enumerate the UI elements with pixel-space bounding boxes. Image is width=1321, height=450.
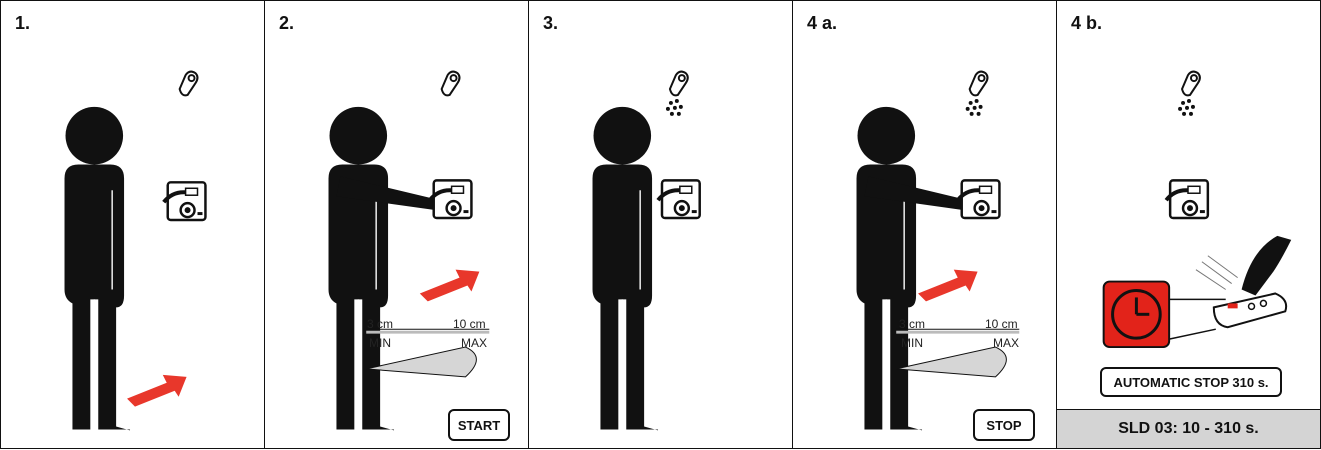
water-drops-icon (666, 99, 683, 116)
wall-sensor-icon (1166, 180, 1208, 218)
arrow-icon (127, 375, 187, 407)
stop-button[interactable]: STOP (973, 409, 1035, 441)
person-icon (857, 107, 923, 431)
shower-head-icon (670, 72, 688, 96)
model-footer: SLD 03: 10 - 310 s. (1057, 409, 1320, 448)
arrow-icon (420, 270, 480, 302)
hand-icon (1242, 236, 1292, 296)
water-drops-icon (966, 99, 983, 116)
scale-min-value: 3 cm (367, 317, 393, 331)
automatic-stop-notice: AUTOMATIC STOP 310 s. (1100, 367, 1282, 397)
wall-sensor-icon (430, 180, 472, 218)
step-1-panel: 1. (0, 0, 265, 449)
person-icon (329, 107, 395, 431)
shower-head-icon (1182, 72, 1200, 96)
scale-min-value: 3 cm (899, 317, 925, 331)
clock-icon (1104, 282, 1170, 348)
step-3-figure (529, 1, 792, 448)
person-icon (65, 107, 131, 431)
wall-sensor-icon (958, 180, 1000, 218)
water-drops-icon (1178, 99, 1195, 116)
step-4a-figure (793, 1, 1056, 448)
wall-sensor-icon (164, 182, 206, 220)
scale-min-label: MIN (901, 336, 923, 350)
step-3-panel: 3. (528, 0, 793, 449)
arrow-icon (918, 270, 978, 302)
motion-lines (1196, 256, 1238, 290)
step-4a-panel: 4 a. 3 cm 10 cm MIN MAX STOP (792, 0, 1057, 449)
wall-sensor-icon (658, 180, 700, 218)
sensor-range-cone (366, 347, 476, 377)
start-button[interactable]: START (448, 409, 510, 441)
scale-max-value: 10 cm (985, 317, 1018, 331)
step-2-panel: 2. 3 cm 10 cm MIN MAX START (264, 0, 529, 449)
timer-device (1214, 293, 1286, 327)
step-4b-panel: 4 b. AUTOMATIC STOP 310 s. SLD 03: 10 - (1056, 0, 1321, 449)
scale-min-label: MIN (369, 336, 391, 350)
step-2-figure (265, 1, 528, 448)
scale-max-label: MAX (993, 336, 1019, 350)
person-icon (593, 107, 659, 431)
shower-head-icon (180, 72, 198, 96)
shower-head-icon (442, 72, 460, 96)
scale-max-label: MAX (461, 336, 487, 350)
sensor-range-cone (896, 347, 1006, 377)
scale-max-value: 10 cm (453, 317, 486, 331)
shower-head-icon (970, 72, 988, 96)
step-1-figure (1, 1, 264, 448)
